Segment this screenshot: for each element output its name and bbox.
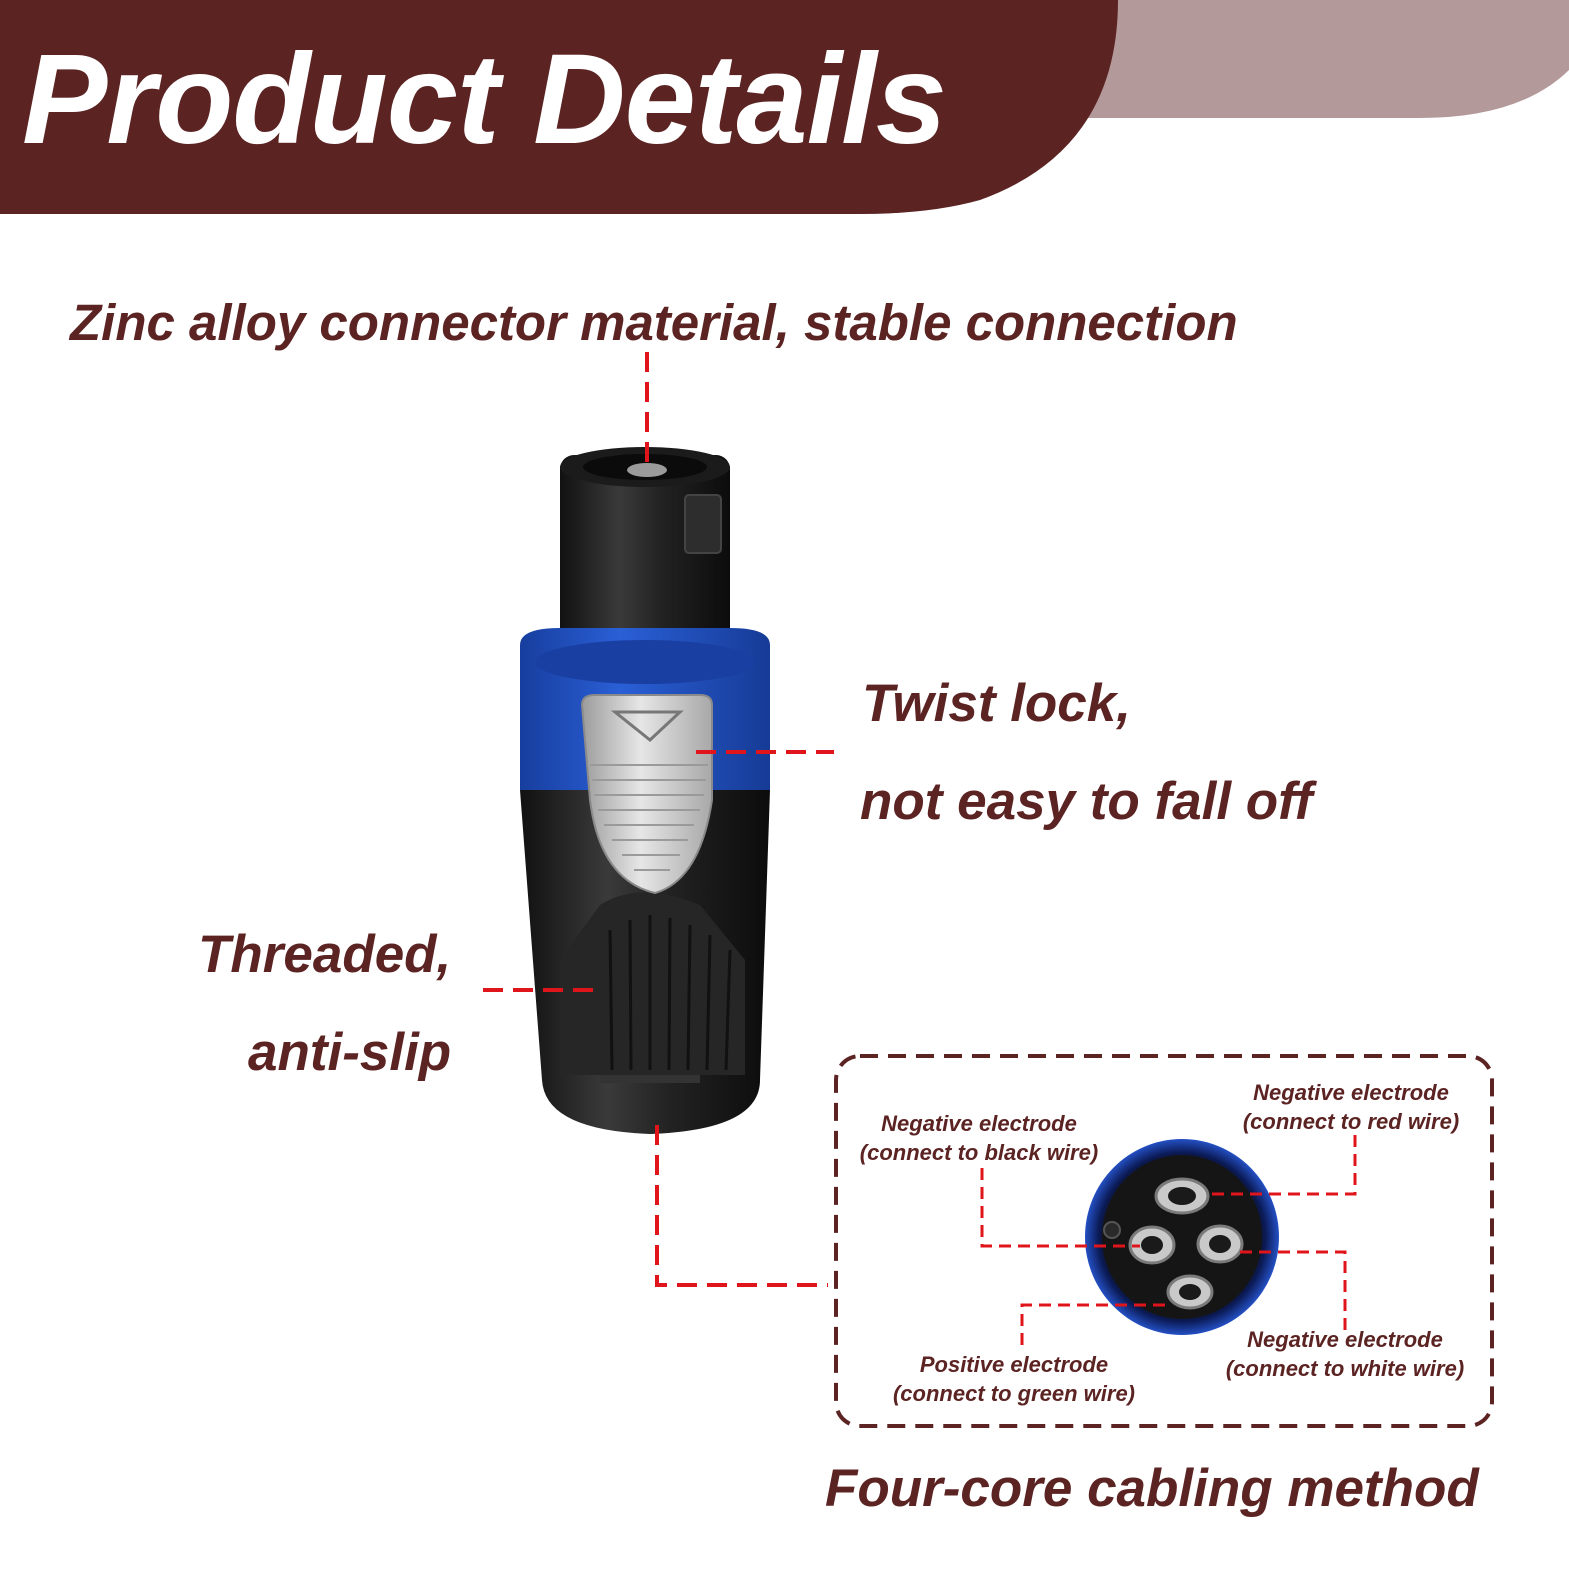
- connector-barrel: [560, 447, 730, 680]
- twist-lock-caption-line2: not easy to fall off: [860, 772, 1313, 831]
- pin-name: Negative electrode: [881, 1111, 1077, 1136]
- latch-button: [580, 694, 713, 895]
- pin-wire: (connect to green wire): [892, 1381, 1136, 1406]
- pin-wire: (connect to black wire): [859, 1140, 1099, 1165]
- pin-label-black: Negative electrode (connect to black wir…: [846, 1109, 1112, 1167]
- banner-main-shape: [0, 0, 1118, 214]
- pin-label-white: Negative electrode (connect to white wir…: [1212, 1325, 1478, 1383]
- pin-wire: (connect to white wire): [1225, 1356, 1465, 1381]
- pin-leader-lines: [980, 1135, 1357, 1345]
- material-caption: Zinc alloy connector material, stable co…: [70, 294, 1238, 351]
- connector-handle: [520, 790, 770, 1134]
- pin-name: Negative electrode: [1247, 1327, 1443, 1352]
- pin-name: Negative electrode: [1253, 1080, 1449, 1105]
- wiring-title: Four-core cabling method: [825, 1459, 1479, 1518]
- page-title: Product Details: [22, 28, 947, 171]
- threaded-caption: Threaded,: [198, 925, 452, 984]
- pin-name: Positive electrode: [919, 1352, 1109, 1377]
- threaded-caption-line2: anti-slip: [248, 1023, 452, 1082]
- connector-face: [1085, 1139, 1279, 1335]
- twist-lock-caption: Twist lock,: [862, 674, 1131, 733]
- banner-accent-shape: [1000, 0, 1569, 118]
- leader-lines: [483, 352, 834, 1287]
- header-banner: [0, 0, 1569, 214]
- pin-wire: (connect to red wire): [1242, 1109, 1460, 1134]
- pin-label-green: Positive electrode (connect to green wir…: [880, 1350, 1148, 1408]
- pin-label-red: Negative electrode (connect to red wire): [1230, 1078, 1472, 1136]
